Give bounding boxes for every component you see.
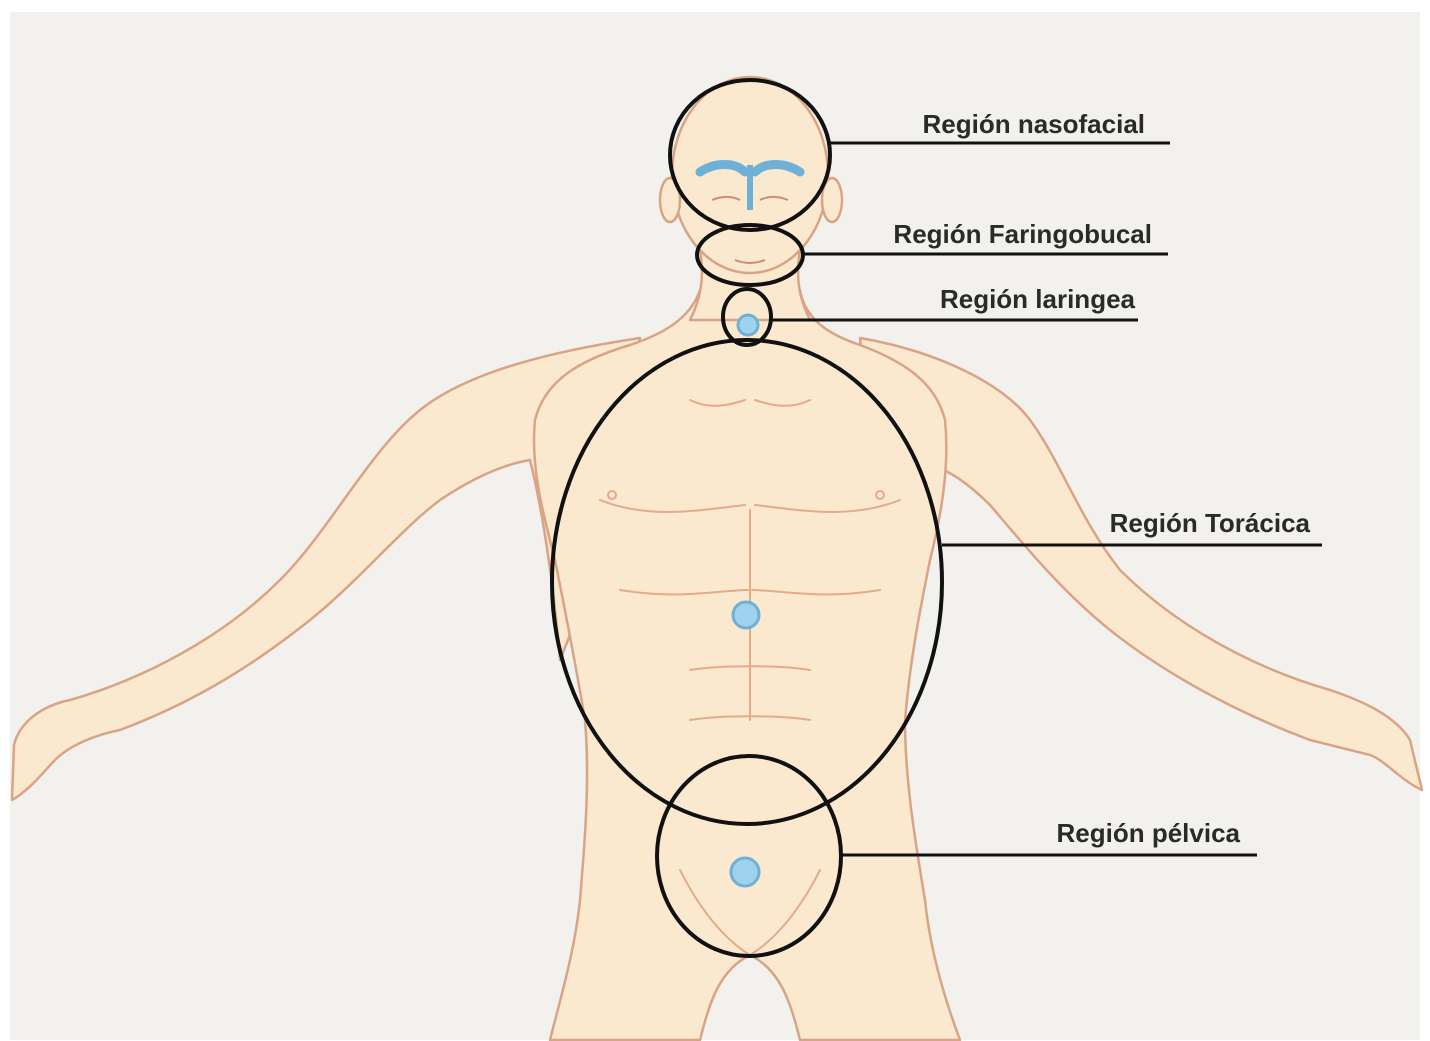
label-pelvica: Región pélvica (1057, 818, 1241, 848)
label-nasofacial: Región nasofacial (923, 109, 1146, 139)
pelvic-marker (731, 858, 759, 886)
label-toracica: Región Torácica (1110, 508, 1311, 538)
laryngeal-marker (738, 315, 758, 335)
thoracic-marker (733, 602, 759, 628)
label-laringea: Región laringea (940, 284, 1136, 314)
label-faringobucal: Región Faringobucal (893, 219, 1152, 249)
torso (534, 290, 960, 1040)
